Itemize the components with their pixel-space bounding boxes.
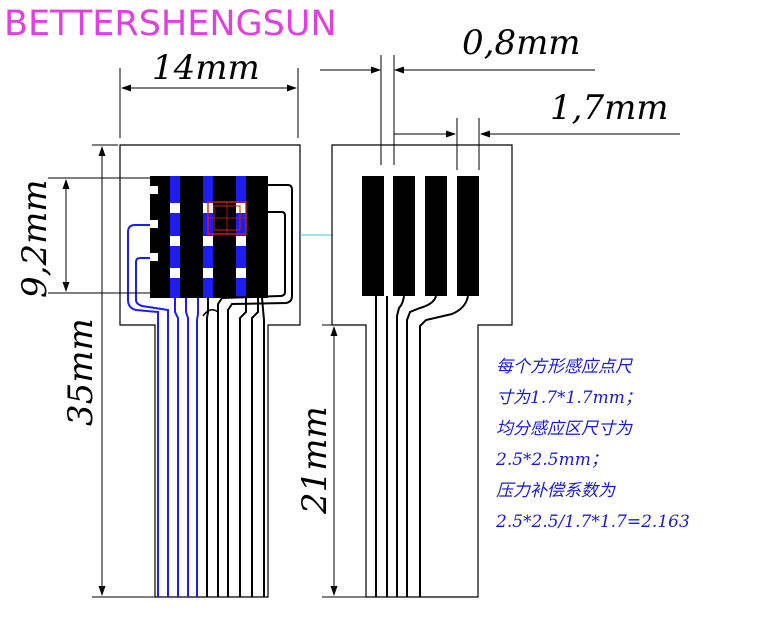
note-line-2: 寸为1.7*1.7mm； — [496, 388, 642, 408]
note-line-4: 2.5*2.5mm； — [496, 450, 608, 470]
left-black-routing — [206, 184, 293, 597]
right-sensor — [331, 144, 513, 598]
dim-08mm: 0,8mm — [320, 23, 595, 165]
left-sensor-outline — [119, 144, 301, 598]
note-line-5: 压力补偿系数为 — [496, 481, 615, 501]
dim-14mm: 14mm — [119, 48, 299, 138]
note-line-6: 2.5*2.5/1.7*1.7=2.163 — [496, 512, 690, 532]
dim-17mm: 1,7mm — [394, 88, 680, 170]
dim-92mm: 9,2mm — [15, 177, 150, 298]
note-line-1: 每个方形感应点尺 — [496, 357, 632, 377]
right-sensor-outline — [331, 144, 513, 598]
dim-35mm-label: 35mm — [61, 318, 101, 426]
dim-17mm-label: 1,7mm — [550, 88, 669, 128]
spec-notes: 每个方形感应点尺 寸为1.7*1.7mm； 均分感应区尺寸为 2.5*2.5mm… — [496, 352, 764, 538]
left-sensor — [119, 144, 301, 598]
dim-92mm-label: 9,2mm — [15, 179, 55, 298]
left-curl — [202, 308, 219, 317]
right-black-pads — [362, 176, 479, 296]
note-line-3: 均分感应区尺寸为 — [496, 419, 632, 439]
dim-08mm-label: 0,8mm — [462, 23, 581, 63]
dim-21mm-label: 21mm — [295, 406, 335, 515]
brand-title: BETTERSHENGSUN — [4, 4, 337, 44]
dim-21mm: 21mm — [295, 324, 366, 598]
right-traces — [375, 295, 469, 597]
left-blue-routing — [127, 224, 199, 597]
highlight-cell — [207, 201, 247, 235]
dim-14mm-label: 14mm — [152, 48, 260, 88]
dim-35mm: 35mm — [61, 144, 155, 598]
